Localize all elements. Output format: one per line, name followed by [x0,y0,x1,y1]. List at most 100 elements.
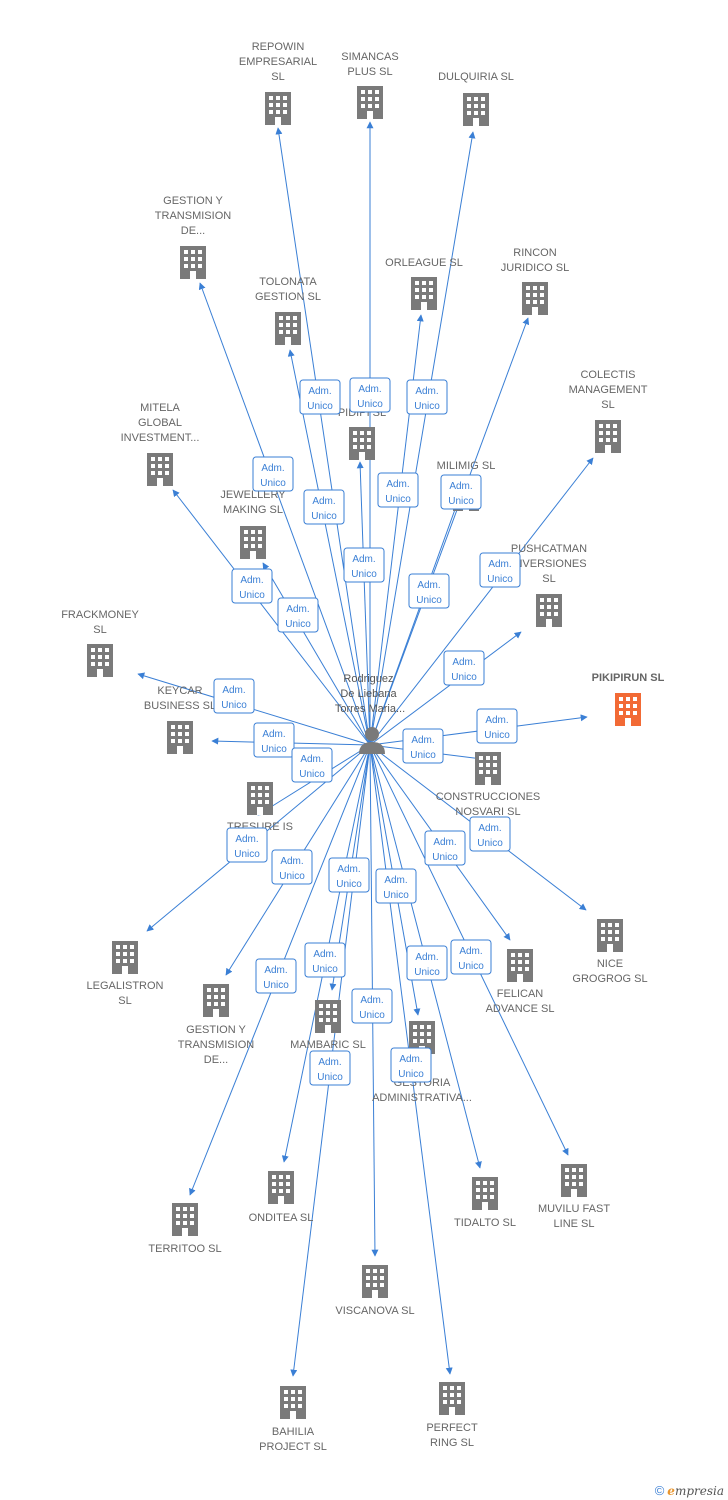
relation-badge[interactable]: Adm.Unico [303,489,345,525]
relation-badge[interactable]: Adm.Unico [213,678,255,714]
relation-label-line2: Unico [414,967,440,978]
relation-badge[interactable]: Adm.Unico [450,939,492,975]
company-label-line: PUSHCATMAN [511,543,587,555]
company-label-line: RING SL [430,1437,474,1449]
relation-badge[interactable]: Adm.Unico [408,573,450,609]
relation-badge[interactable]: Adm.Unico [402,728,444,764]
relation-label-line2: Unico [285,619,311,630]
relation-badge[interactable]: Adm.Unico [226,827,268,863]
center-person-node[interactable]: Rodriguez De Liebana Torres Maria... [335,673,405,754]
relation-label-line2: Unico [398,1069,424,1080]
company-node-milimig[interactable]: MILIMIG SL [437,460,496,511]
relation-badge[interactable]: Adm.Unico [255,958,297,994]
relation-badge[interactable]: Adm.Unico [343,547,385,583]
company-node-territoo[interactable]: TERRITOO SL [148,1203,222,1255]
relation-label-line1: Adm. [384,875,407,886]
company-label-line: DULQUIRIA SL [438,71,514,83]
relation-label-line1: Adm. [485,715,508,726]
relation-label-line1: Adm. [235,834,258,845]
relation-badge[interactable]: Adm.Unico [304,942,346,978]
relation-badge[interactable]: Adm.Unico [349,377,391,413]
relation-badge[interactable]: Adm.Unico [277,597,319,633]
building-icon [561,1164,587,1197]
relation-badge[interactable]: Adm.Unico [299,379,341,415]
relation-badge[interactable]: Adm.Unico [231,568,273,604]
company-node-tidalto[interactable]: TIDALTO SL [454,1177,516,1229]
relation-label-line1: Adm. [337,864,360,875]
building-icon [112,941,138,974]
company-label-line: ADMINISTRATIVA... [372,1092,472,1104]
building-icon [147,453,173,486]
relation-label-line2: Unico [448,496,474,507]
relation-badge[interactable]: Adm.Unico [252,456,294,492]
footer-brand[interactable]: ©empresia [655,1483,724,1498]
company-node-mambaric[interactable]: MAMBARIC SL [290,1000,366,1051]
building-icon [172,1203,198,1236]
company-node-dulquiria[interactable]: DULQUIRIA SL [438,71,514,126]
company-label-line: MILIMIG SL [437,460,496,472]
relation-badge[interactable]: Adm.Unico [309,1050,351,1086]
company-label-line: PERFECT [426,1422,478,1434]
relation-label-line1: Adm. [264,965,287,976]
relation-label-line2: Unico [414,401,440,412]
building-icon [280,1386,306,1419]
company-node-perfect[interactable]: PERFECT RING SL [426,1382,478,1449]
company-node-onditea[interactable]: ONDITEA SL [249,1171,314,1224]
company-label-line: NOSVARI SL [455,806,520,818]
relation-label-line1: Adm. [415,952,438,963]
relation-badge[interactable]: Adm.Unico [440,474,482,510]
relation-label-line1: Adm. [488,559,511,570]
relation-label-line1: Adm. [386,479,409,490]
building-icon [439,1382,465,1415]
company-node-pikipirun[interactable]: PIKIPIRUN SL [592,672,665,726]
edge-repowin [275,127,371,746]
company-node-orleague[interactable]: ORLEAGUE SL [385,257,463,310]
edge-tolonata [287,349,371,746]
relation-badge[interactable]: Adm.Unico [375,868,417,904]
relation-badge[interactable]: Adm.Unico [443,650,485,686]
company-node-pidipi[interactable]: PIDIPI SL [338,407,386,460]
relation-badge[interactable]: Adm.Unico [469,816,511,852]
company-label-line: FELICAN [497,988,544,1000]
relation-badge[interactable]: Adm.Unico [291,747,333,783]
relation-label-line1: Adm. [417,580,440,591]
relation-badge[interactable]: Adm. Unico [406,945,448,981]
relation-label-line1: Adm. [478,823,501,834]
company-label-line: CONSTRUCCIONES [436,791,541,803]
relation-badge[interactable]: Adm.Unico [328,857,370,893]
relation-badge[interactable]: Adm.Unico [476,708,518,744]
relation-badge[interactable]: Adm.Unico [351,988,393,1024]
building-icon [203,984,229,1017]
company-node-construcciones[interactable]: CONSTRUCCIONES NOSVARI SL [436,752,541,818]
company-node-viscanova[interactable]: VISCANOVA SL [335,1265,415,1317]
relation-badge[interactable]: Adm.Unico [253,722,295,758]
relation-label-line2: Unico [221,700,247,711]
relation-badge[interactable]: Adm.Unico [390,1047,432,1083]
relation-badge[interactable]: Adm.Unico [424,830,466,866]
edge-dulquiria [369,131,476,746]
relation-badge[interactable]: Adm.Unico [479,552,521,588]
relation-badge[interactable]: Adm.Unico [377,472,419,508]
relation-badge[interactable]: Adm.Unico [406,379,448,415]
relation-label-line1: Adm. [459,946,482,957]
relation-badge[interactable]: Adm.Unico [271,849,313,885]
